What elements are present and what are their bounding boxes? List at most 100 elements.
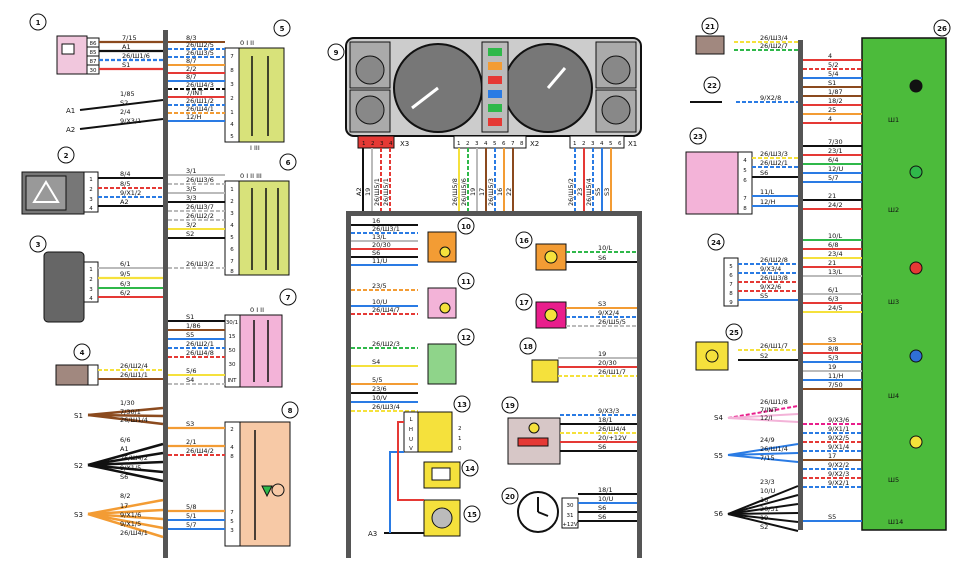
svg-text:26/Ш1/4: 26/Ш1/4: [760, 445, 788, 453]
svg-text:26/Ш2/5: 26/Ш2/5: [186, 41, 214, 49]
svg-text:19: 19: [598, 350, 606, 358]
svg-text:S3: S3: [603, 188, 611, 196]
svg-text:26/Ш4/1: 26/Ш4/1: [186, 105, 214, 113]
svg-text:9/X1/5: 9/X1/5: [120, 464, 141, 472]
svg-text:17: 17: [478, 188, 486, 196]
switch-13: 13 L H U V 2 1 0: [403, 395, 471, 453]
svg-text:26/Ш2/3: 26/Ш2/3: [372, 340, 400, 348]
svg-text:1/30: 1/30: [120, 399, 135, 407]
svg-text:4: 4: [600, 141, 604, 147]
svg-text:S4: S4: [714, 414, 723, 422]
lamp-switch-11: 11 23/5 10/U 26/Ш4/7: [351, 272, 475, 319]
svg-text:I III: I III: [250, 144, 260, 152]
svg-text:10/U: 10/U: [598, 495, 613, 503]
svg-text:2: 2: [89, 277, 93, 283]
svg-text:26/Ш5/1: 26/Ш5/1: [382, 178, 390, 206]
svg-text:8/2: 8/2: [120, 492, 130, 500]
svg-text:4: 4: [389, 141, 393, 147]
svg-text:17: 17: [519, 299, 529, 307]
svg-text:6: 6: [286, 159, 291, 167]
svg-text:4: 4: [484, 141, 488, 147]
component-number-1: 1: [36, 19, 41, 27]
svg-text:26/Ш2/8: 26/Ш2/8: [760, 256, 788, 264]
unit-24: 24 5 6 7 8 9 26/Ш2/8 9/X3/4 26/Ш3/8 9/X2…: [707, 233, 798, 307]
svg-text:11/H: 11/H: [828, 372, 843, 380]
splice-s3: S3 8/2 17 9/X1/6 9/X1/5 26/Ш4/1: [74, 492, 164, 539]
unit-14: 14: [423, 459, 479, 489]
splice-s2: S2 6/6 A1 26/Ш4/2 9/X1/5 S6: [74, 436, 164, 483]
svg-text:1/85: 1/85: [120, 90, 135, 98]
svg-text:13/L: 13/L: [372, 233, 386, 241]
lamp-17: 17 S3 9/X2/4 26/Ш5/5: [515, 293, 637, 329]
svg-text:87: 87: [90, 59, 97, 65]
svg-text:7: 7: [511, 141, 515, 147]
svg-text:9/X2/6: 9/X2/6: [760, 283, 781, 291]
svg-text:24/5: 24/5: [828, 304, 843, 312]
svg-text:4: 4: [80, 349, 85, 357]
svg-text:11/L: 11/L: [760, 188, 774, 196]
svg-text:17: 17: [828, 452, 836, 460]
svg-text:2: 2: [230, 427, 234, 433]
svg-text:16: 16: [496, 188, 504, 196]
svg-text:26/Ш5/1: 26/Ш5/1: [373, 178, 381, 206]
svg-text:4: 4: [743, 158, 747, 164]
svg-text:26/Ш5/4: 26/Ш5/4: [585, 178, 593, 206]
svg-text:1: 1: [458, 436, 462, 442]
svg-text:A2: A2: [66, 126, 75, 134]
svg-text:22: 22: [707, 82, 717, 90]
svg-text:5: 5: [729, 264, 733, 270]
svg-text:18/1: 18/1: [598, 486, 613, 494]
svg-text:7: 7: [230, 510, 234, 516]
svg-text:8/8: 8/8: [828, 345, 838, 353]
svg-text:5/1: 5/1: [186, 512, 196, 520]
svg-text:S2: S2: [74, 462, 83, 470]
svg-text:3: 3: [36, 241, 41, 249]
svg-text:7: 7: [729, 282, 733, 288]
svg-text:19: 19: [364, 188, 372, 196]
svg-text:6/8: 6/8: [828, 241, 838, 249]
svg-text:Ш3: Ш3: [888, 298, 899, 306]
svg-text:6: 6: [502, 141, 506, 147]
svg-text:25: 25: [729, 329, 739, 337]
svg-text:14: 14: [465, 465, 475, 473]
svg-text:10/L: 10/L: [828, 232, 842, 240]
svg-text:S1: S1: [186, 313, 194, 321]
sh2-wires: 7/30 23/1 6/4 12/U 5/7 21 24/2: [803, 138, 862, 210]
svg-text:26/Ш4/4: 26/Ш4/4: [598, 425, 626, 433]
svg-text:0 I II: 0 I II: [240, 39, 254, 47]
svg-text:1: 1: [89, 267, 93, 273]
svg-text:1/86: 1/86: [186, 322, 201, 330]
svg-text:Ш4: Ш4: [888, 392, 899, 400]
svg-text:26/Ш1/4: 26/Ш1/4: [120, 416, 148, 424]
svg-text:S6: S6: [598, 513, 606, 521]
svg-text:0: 0: [458, 446, 462, 452]
svg-text:9/X2/8: 9/X2/8: [760, 94, 781, 102]
unit-18: 18 19 20/30 26/Ш1/7: [519, 337, 637, 383]
svg-text:2: 2: [64, 152, 69, 160]
svg-text:2/2: 2/2: [186, 65, 196, 73]
svg-text:2: 2: [230, 199, 234, 205]
svg-text:23/4: 23/4: [828, 250, 843, 258]
svg-text:5: 5: [230, 134, 234, 140]
svg-text:50: 50: [229, 348, 236, 354]
svg-text:26/Ш5/2: 26/Ш5/2: [567, 178, 575, 206]
svg-text:8: 8: [288, 407, 293, 415]
svg-text:10/V: 10/V: [372, 394, 387, 402]
svg-text:9/X3/3: 9/X3/3: [598, 407, 619, 415]
svg-text:Ш1: Ш1: [888, 116, 899, 124]
splice-s6-right: S6 23/3 10/U 16 20/31 19 S2: [714, 478, 799, 532]
svg-text:3: 3: [230, 82, 234, 88]
svg-text:5: 5: [609, 141, 613, 147]
svg-text:16: 16: [372, 217, 380, 225]
svg-text:26/Ш5/3: 26/Ш5/3: [487, 178, 495, 206]
svg-text:1: 1: [89, 177, 93, 183]
svg-text:5: 5: [230, 519, 234, 525]
svg-text:5/3: 5/3: [828, 354, 838, 362]
svg-text:8/7: 8/7: [186, 57, 196, 65]
ground-a1-a2: A1 A2: [66, 99, 164, 134]
svg-text:4: 4: [828, 115, 832, 123]
svg-text:6/3: 6/3: [120, 280, 130, 288]
svg-text:S3: S3: [186, 420, 194, 428]
svg-text:1: 1: [573, 141, 577, 147]
